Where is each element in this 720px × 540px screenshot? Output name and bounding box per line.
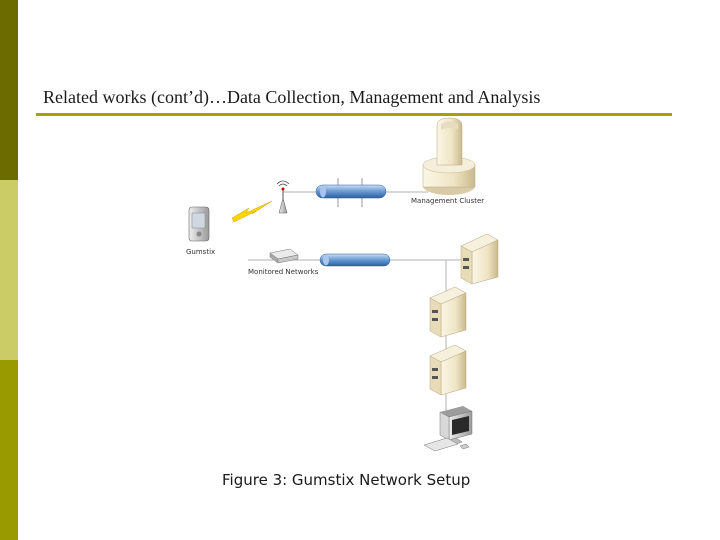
router-icon bbox=[269, 248, 299, 264]
server-icon bbox=[429, 286, 467, 338]
workstation-icon bbox=[423, 406, 473, 452]
network-pipe-top bbox=[315, 178, 387, 207]
server-icon bbox=[429, 344, 467, 396]
sidebar-accent-bottom bbox=[0, 360, 18, 540]
server-icon bbox=[460, 233, 499, 285]
monitored-networks-label: Monitored Networks bbox=[248, 268, 319, 276]
management-cluster-label: Management Cluster bbox=[411, 197, 484, 205]
figure-caption: Figure 3: Gumstix Network Setup bbox=[222, 471, 471, 489]
antenna-icon bbox=[276, 180, 290, 214]
sidebar-accent-middle bbox=[0, 180, 18, 360]
gumstix-label: Gumstix bbox=[186, 248, 215, 256]
network-pipe-bottom bbox=[319, 253, 391, 267]
slide-title: Related works (cont’d)…Data Collection, … bbox=[43, 87, 541, 107]
management-cluster-icon bbox=[422, 117, 476, 195]
lightning-icon bbox=[231, 200, 273, 223]
sidebar-accent-top bbox=[0, 0, 18, 180]
pda-icon bbox=[188, 206, 210, 242]
title-divider bbox=[36, 113, 672, 116]
